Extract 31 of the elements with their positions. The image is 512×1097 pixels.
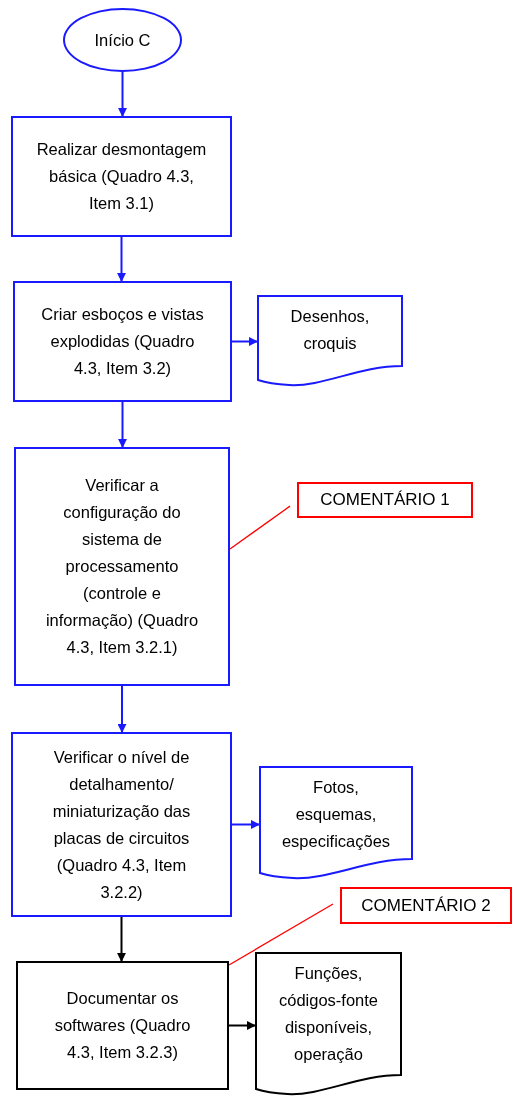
document-shape (259, 766, 413, 881)
process-box (11, 732, 232, 917)
document-shape (255, 952, 402, 1097)
comment-box (340, 887, 512, 924)
arrow (231, 337, 258, 346)
arrow (117, 236, 126, 282)
leader-line (228, 903, 334, 966)
comment-text: COMENTÁRIO 2 (361, 895, 491, 916)
process-box (16, 961, 229, 1090)
process-box (11, 116, 232, 237)
node-text: Realizar desmontagem básica (Quadro 4.3, Item 3.1) (35, 139, 208, 214)
arrow (117, 916, 126, 962)
comment-box (297, 482, 473, 518)
process-box (14, 447, 230, 686)
comment-text: COMENTÁRIO 1 (320, 490, 450, 510)
leader-line (229, 505, 291, 550)
node-text: Verificar a configuração do sistema de processamento (controle e informação) (Quadro 4.3, Item 3.2.1) (44, 475, 200, 658)
process-box (13, 281, 232, 402)
arrow (231, 820, 260, 829)
node-text: Documentar os softwares (Quadro 4.3, Item 3.2.3) (53, 988, 192, 1063)
document-shape (257, 295, 403, 388)
arrow (117, 685, 127, 733)
node-text: Verificar o nível de detalhamento/ miniaturização das placas de circuitos (Quadro 4.3, Item 3.2.2) (51, 746, 192, 903)
node-text: Funções, códigos-fonte disponíveis, operação (277, 963, 380, 1065)
node-text: Desenhos, croquis (289, 306, 371, 354)
node-text: Fotos, esquemas, especificações (280, 777, 392, 852)
node-text: Início C (94, 29, 151, 51)
arrow (118, 71, 127, 117)
arrow (228, 1021, 256, 1030)
arrow (118, 401, 127, 448)
node-text: Criar esboços e vistas explodidas (Quadro 4.3, Item 3.2) (40, 304, 205, 379)
